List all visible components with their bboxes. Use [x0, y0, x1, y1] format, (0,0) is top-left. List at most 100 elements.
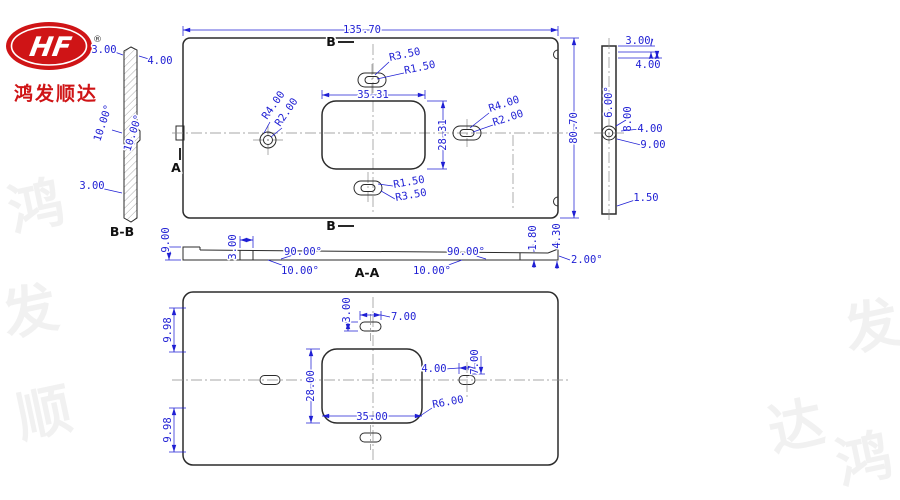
leader-line	[280, 254, 294, 260]
dim-9-98: 9.98	[162, 417, 174, 442]
center-cutout	[321, 348, 423, 424]
watermark-char: 发	[0, 273, 64, 348]
leader-line	[469, 112, 490, 129]
bottom-view: 3.00 7.00 9.98 9.98 28.00 35.00 4.00	[161, 291, 569, 466]
dim-r6-00: R6.00	[431, 394, 464, 411]
logo: HF ® 鸿发顺达	[6, 22, 102, 105]
dim-9-00: 9.00	[640, 139, 665, 151]
right-slot-inner	[459, 129, 475, 137]
left-section-view: 3.00 4.00 10.00° 10.00° 3.00 B-B	[78, 43, 174, 241]
plate-outline	[182, 291, 559, 466]
left-slot	[259, 375, 281, 385]
leader-line	[472, 124, 494, 133]
section-profile-line	[199, 249, 549, 254]
section-marker-b-top: B	[326, 34, 336, 49]
bottom-slot-inner	[360, 184, 376, 192]
registered-mark: ®	[93, 35, 102, 45]
right-side-view: 3.00 4.00 6.00° 8.00 4.00 9.00 1.50	[594, 34, 667, 222]
leader-line	[616, 138, 642, 146]
corner-relief	[553, 49, 559, 60]
leader-line	[620, 128, 640, 132]
dim-9-98: 9.98	[162, 317, 174, 342]
section-marker-b-bottom: B	[326, 218, 336, 233]
leader-line	[444, 367, 460, 370]
watermark-char: 达	[762, 388, 829, 463]
leader-line	[442, 259, 463, 268]
logo-oval	[6, 22, 92, 70]
dim-3-00: 3.00	[625, 35, 650, 47]
corner-relief	[553, 196, 559, 207]
section-aa-view: 9.00 3.00 90.00° 10.00° A-A 10.00° 90.00…	[159, 222, 605, 282]
leader-line	[377, 183, 394, 187]
dim-28-00: 28.00	[305, 370, 317, 402]
dim-angle-10: 10.00°	[281, 265, 319, 277]
dim-angle-6: 6.00°	[603, 86, 615, 118]
dim-135-70: 135.70	[343, 24, 381, 36]
dim-angle-90: 90.00°	[447, 246, 485, 258]
dim-35-00: 35.00	[356, 411, 388, 423]
dim-3-00: 3.00	[227, 234, 239, 259]
dim-angle-90: 90.00°	[284, 246, 322, 258]
section-label-aa: A-A	[355, 265, 380, 280]
left-hole-outer	[259, 131, 277, 149]
dim-80-70: 80.70	[568, 112, 580, 144]
leader-line	[374, 61, 390, 76]
plate-outline	[182, 37, 559, 219]
dim-4-00: 4.00	[637, 123, 662, 135]
section-marker-a: A	[171, 160, 181, 175]
dim-r1-50: R1.50	[403, 59, 436, 77]
leader-line	[380, 314, 391, 318]
dim-28-31: 28.31	[437, 119, 449, 151]
leader-line	[267, 259, 288, 268]
dim-4-30: 4.30	[551, 223, 563, 248]
leader-line	[376, 72, 405, 80]
bottom-slot-outer	[353, 180, 383, 196]
leader-line	[111, 50, 124, 56]
leader-line	[270, 127, 283, 138]
dim-8-00: 8.00	[622, 106, 634, 131]
leader-line	[419, 407, 433, 417]
dim-3-00: 3.00	[341, 297, 353, 322]
dim-9-00: 9.00	[160, 227, 172, 252]
dim-7-00: 7.00	[391, 311, 416, 323]
section-profile	[182, 246, 559, 261]
leader-line	[616, 199, 636, 207]
dim-angle-2: 2.00°	[571, 254, 603, 266]
main-view: 135.70 B B 35.31 28.31 80.70 R3.50 R1.50…	[170, 23, 582, 235]
watermark-char: 鸿	[2, 168, 69, 243]
section-label-bb: B-B	[110, 224, 134, 239]
leader-line	[263, 121, 271, 134]
leader-line	[472, 254, 487, 260]
center-cutout	[321, 100, 426, 170]
dim-angle-10: 10.00°	[413, 265, 451, 277]
watermark-char: 发	[838, 288, 900, 363]
dim-35-31: 35.31	[357, 89, 389, 101]
top-slot-inner	[364, 76, 380, 84]
left-hole-inner	[263, 135, 273, 145]
dim-1-80: 1.80	[527, 225, 539, 250]
dim-4-00: 4.00	[635, 59, 660, 71]
dim-3-00: 3.00	[91, 44, 116, 56]
watermark-char: 鸿	[830, 421, 897, 496]
leader-line	[99, 187, 123, 194]
leader-line	[127, 140, 136, 145]
right-slot-outer	[452, 125, 482, 141]
logo-oval-ring	[10, 26, 88, 66]
company-name: 鸿发顺达	[14, 82, 98, 105]
leader-line	[138, 55, 153, 61]
dim-angle-10: 10.00°	[92, 103, 115, 143]
side-hole-inner	[604, 128, 614, 138]
dim-4-00: 4.00	[147, 55, 172, 67]
leader-line	[558, 255, 571, 261]
watermark-char: 顺	[10, 375, 77, 450]
dim-3-00: 3.00	[79, 180, 104, 192]
leader-line	[615, 119, 627, 127]
dim-7-00: 7.00	[469, 349, 481, 374]
section-profile	[123, 46, 141, 223]
dim-r3-50: R3.50	[388, 46, 421, 64]
logo-brand-text: HF	[27, 32, 74, 63]
leader-line	[380, 190, 396, 200]
dim-4-00: 4.00	[421, 363, 446, 375]
leader-line	[111, 129, 123, 134]
